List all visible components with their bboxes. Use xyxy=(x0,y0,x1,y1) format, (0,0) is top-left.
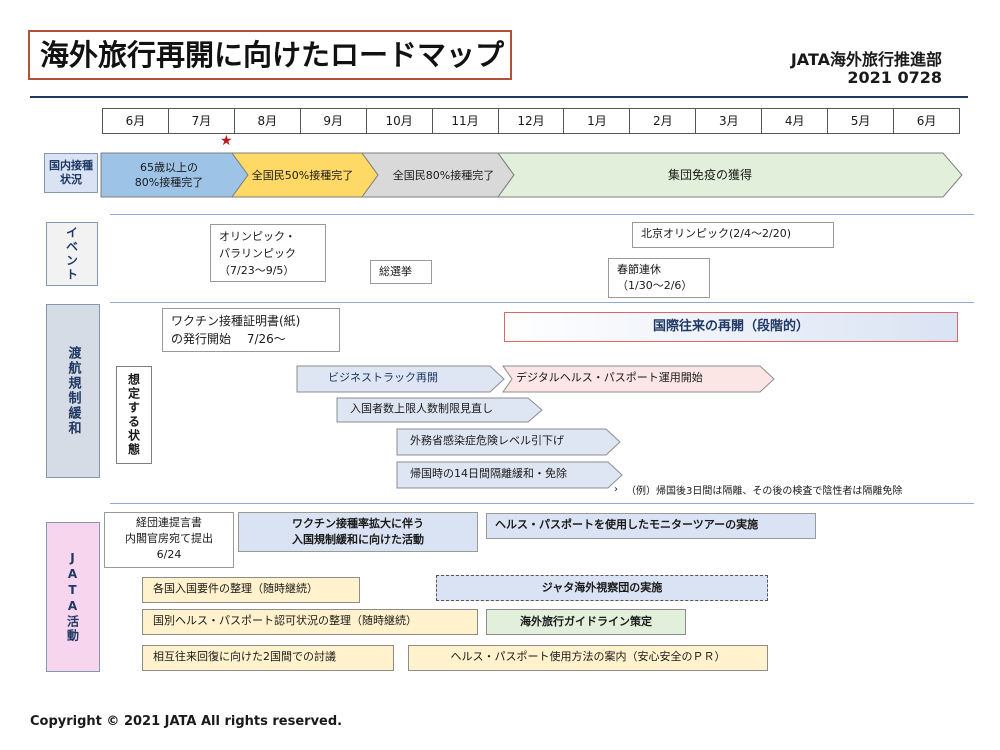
organization-name: JATA海外旅行推進部 xyxy=(790,50,942,69)
travel-guideline-box: 海外旅行ガイドライン策定 xyxy=(486,609,686,635)
month-cell: 4月 xyxy=(762,109,829,133)
month-cell: 5月 xyxy=(828,109,895,133)
section-divider xyxy=(110,302,974,303)
digital-passport-arrow xyxy=(502,365,775,393)
health-passport-guide-box: ヘルス・パスポート使用方法の案内（安心安全のＰＲ） xyxy=(408,645,768,671)
travel-section-label: 渡航規制緩和 xyxy=(46,304,100,478)
section-divider xyxy=(110,214,974,215)
page-title: 海外旅行再開に向けたロードマップ xyxy=(28,30,512,80)
stage-label: 全国民50%接種完了 xyxy=(251,169,354,182)
event-spring-festival: 春節連休 （1/30～2/6） xyxy=(608,258,710,298)
month-cell: 1月 xyxy=(564,109,631,133)
stage-chevron-4 xyxy=(497,152,963,198)
keidanren-proposal-box: 経団連提言書 内閣官房宛て提出 6/24 xyxy=(104,512,234,568)
health-passport-status-box: 国別ヘルス・パスポート認可状況の整理（随時継続） xyxy=(142,609,478,635)
business-track-label: ビジネストラック再開 xyxy=(328,371,438,384)
international-travel-resume-bar: 国際往来の再開（段階的） xyxy=(504,312,958,342)
event-beijing-olympics: 北京オリンピック(2/4～2/20) xyxy=(632,222,834,248)
month-cell: 11月 xyxy=(433,109,499,133)
copyright-notice: Copyright © 2021 JATA All rights reserve… xyxy=(30,714,343,729)
entry-requirements-box: 各国入国要件の整理（随時継続） xyxy=(142,577,360,603)
jata-section-label: JATA活動 xyxy=(46,522,100,672)
entry-limit-arrow xyxy=(336,397,543,423)
section-divider xyxy=(110,503,974,504)
stage-label: 全国民80%接種完了 xyxy=(392,169,495,182)
monitor-tour-box: ヘルス・パスポートを使用したモニターツアーの実施 xyxy=(486,513,816,539)
month-cell: 9月 xyxy=(301,109,367,133)
event-olympics: オリンピック・ パラリンピック （7/23～9/5） xyxy=(210,224,326,282)
quarantine-arrow xyxy=(396,461,623,489)
events-section-label: イベント xyxy=(46,222,98,286)
month-cell: 6月 xyxy=(916,114,937,128)
vaccination-progress-chevrons xyxy=(100,152,963,198)
digital-passport-label: デジタルヘルス・パスポート運用開始 xyxy=(516,371,703,384)
business-track-arrow xyxy=(296,365,505,393)
star-icon: ★ xyxy=(220,133,233,149)
vaccine-certificate-box: ワクチン接種証明書(紙) の発行開始 7/26～ xyxy=(162,308,340,352)
chevron-right-icon: › xyxy=(614,484,618,495)
risk-level-label: 外務省感染症危険レベル引下げ xyxy=(410,434,564,447)
month-cell: 7月 xyxy=(169,109,235,133)
jata-inspection-tour-box: ジャタ海外視察団の実施 xyxy=(436,575,768,601)
entry-limit-label: 入国者数上限人数制限見直し xyxy=(350,402,493,415)
month-timeline: 6月 7月 8月 9月 10月 11月 12月 1月 2月 3月 4月 5月 6… xyxy=(102,108,960,134)
quarantine-label: 帰国時の14日間隔離緩和・免除 xyxy=(410,467,567,480)
header-divider xyxy=(30,96,968,98)
month-cell: 8月 xyxy=(235,109,301,133)
risk-level-arrow xyxy=(396,428,621,456)
month-cell: 2月 xyxy=(630,109,697,133)
month-cell: 10月 xyxy=(367,109,433,133)
stage-label: 集団免疫の獲得 xyxy=(667,168,752,182)
stage-label: 65歳以上の 80%接種完了 xyxy=(134,161,204,189)
vaccination-section-label: 国内接種 状況 xyxy=(44,153,98,193)
month-cell: 3月 xyxy=(696,109,763,133)
quarantine-example-note: （例）帰国後3日間は隔離、その後の検査で陰性者は隔離免除 xyxy=(626,486,903,497)
document-date: 2021 0728 xyxy=(847,68,942,87)
month-cell: 12月 xyxy=(499,109,565,133)
bilateral-discussion-box: 相互往来回復に向けた2国間での討議 xyxy=(142,645,394,671)
vaccine-expansion-activity-box: ワクチン接種率拡大に伴う 入国規制緩和に向けた活動 xyxy=(238,512,478,552)
assumed-state-label: 想定する状態 xyxy=(116,366,152,464)
event-election: 総選挙 xyxy=(370,260,432,284)
month-cell: 6月 xyxy=(103,109,169,133)
